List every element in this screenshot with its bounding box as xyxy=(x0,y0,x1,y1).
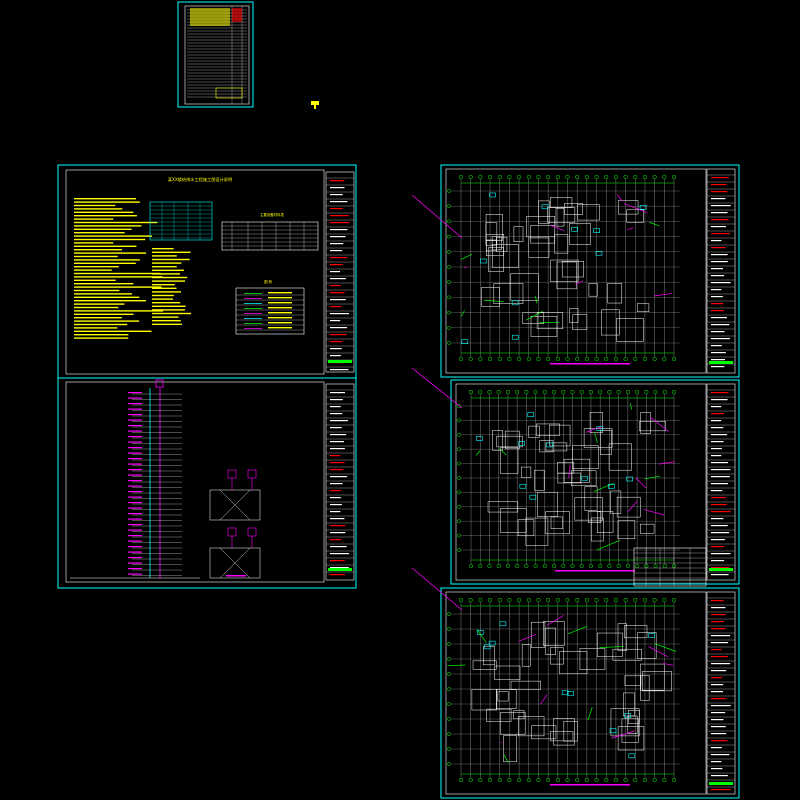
north-marker xyxy=(311,101,319,109)
floor-plan-sheet-1 xyxy=(440,164,740,378)
riser-diagram-sheet xyxy=(57,377,357,589)
drawing-index-sheet xyxy=(177,1,254,108)
notes-title: 某XX楼给排水工程施工图设计说明 xyxy=(168,176,232,183)
floor-plan-sheet-2 xyxy=(450,379,740,585)
floor-plan-sheet-3 xyxy=(440,587,740,799)
leader-lines xyxy=(411,194,463,611)
legend-heading: 图 例 xyxy=(264,279,272,284)
fixture-schedule-table xyxy=(633,547,707,587)
equipment-table-heading: 主要设备材料表 xyxy=(260,212,284,217)
design-notes-sheet: 某XX楼给排水工程施工图设计说明 主要设备材料表 图 例 xyxy=(57,164,357,379)
